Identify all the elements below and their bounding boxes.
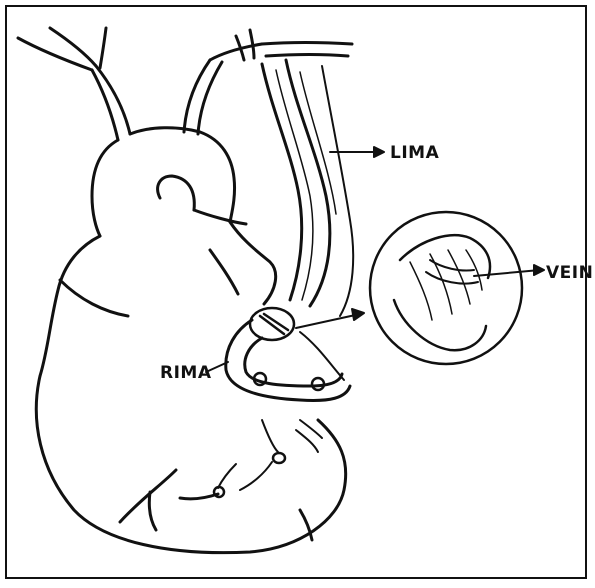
- anastomosis-marker: [273, 453, 285, 463]
- rima-graft: [226, 320, 350, 400]
- aortic-arch: [92, 128, 246, 236]
- label-lima: LIMA: [390, 143, 440, 163]
- figure-frame: [6, 6, 586, 578]
- label-rima: RIMA: [160, 363, 212, 383]
- inset-arrow: [296, 314, 360, 328]
- coronary-vessels: [218, 420, 322, 490]
- vein-arrow: [474, 270, 540, 276]
- magnified-vein-inset: [370, 212, 522, 364]
- vein-junction: [250, 308, 294, 340]
- anastomosis-marker: [214, 487, 224, 497]
- label-vein: VEIN: [546, 263, 593, 283]
- great-vessels: [18, 28, 352, 140]
